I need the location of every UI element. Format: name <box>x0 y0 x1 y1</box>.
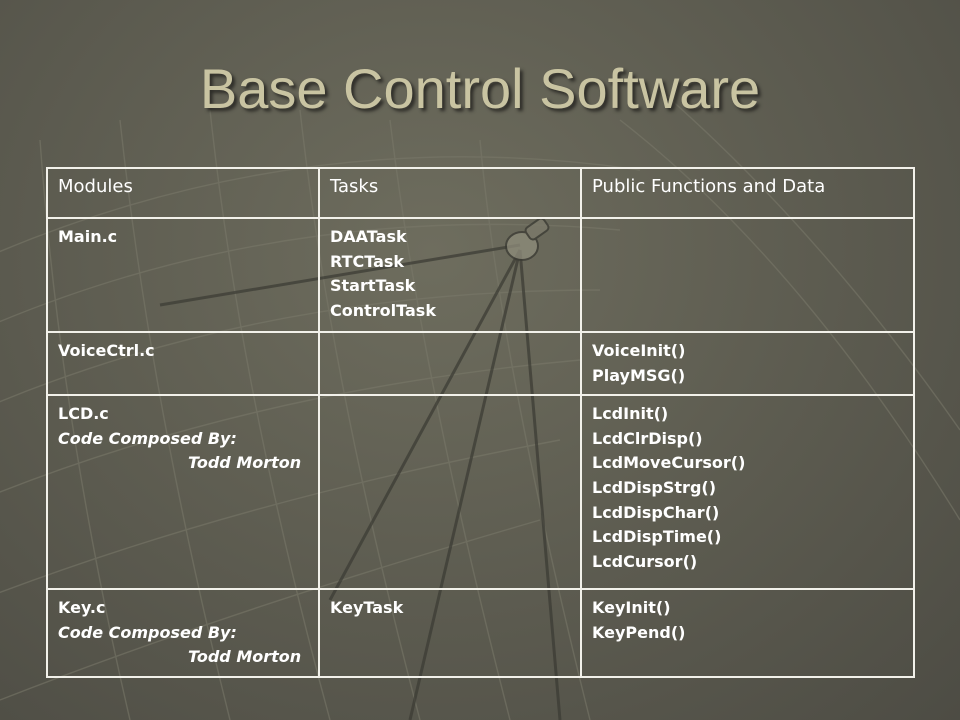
table-row: VoiceCtrl.c VoiceInit() PlayMSG() <box>46 330 915 397</box>
function-item: LcdClrDisp() <box>592 428 703 448</box>
task-item: RTCTask <box>330 251 405 271</box>
modules-table: Modules Tasks Public Functions and Data … <box>46 167 915 678</box>
task-item: ControlTask <box>330 300 436 320</box>
slide-title: Base Control Software <box>199 57 761 120</box>
table-header-row: Modules Tasks Public Functions and Data <box>46 167 915 219</box>
functions-cell <box>580 217 915 333</box>
header-public-functions: Public Functions and Data <box>580 167 915 219</box>
module-cell: Key.c Code Composed By: Todd Morton <box>46 588 320 678</box>
task-item: DAATask <box>330 227 407 246</box>
module-name: Key.c <box>58 598 106 618</box>
module-name: LCD.c <box>58 404 109 424</box>
tasks-cell <box>318 330 582 397</box>
module-cell: LCD.c Code Composed By: Todd Morton <box>46 394 320 591</box>
task-item: KeyTask <box>330 598 404 618</box>
module-name: Main.c <box>58 227 118 246</box>
header-tasks: Tasks <box>318 167 582 219</box>
function-item: LcdMoveCursor() <box>592 453 746 473</box>
table-row: LCD.c Code Composed By: Todd Morton LcdI… <box>46 394 915 591</box>
function-item: LcdInit() <box>592 404 669 424</box>
credit-name: Todd Morton <box>188 453 302 473</box>
module-cell: Main.c <box>46 217 320 333</box>
table-row: Main.c DAATask RTCTask StartTask Control… <box>46 217 915 333</box>
module-cell: VoiceCtrl.c <box>46 330 320 397</box>
module-name: VoiceCtrl.c <box>58 341 155 360</box>
functions-cell: KeyInit() KeyPend() <box>580 588 915 678</box>
function-item: VoiceInit() <box>592 341 686 360</box>
credit-label: Code Composed By: <box>58 428 237 448</box>
functions-cell: LcdInit() LcdClrDisp() LcdMoveCursor() L… <box>580 394 915 591</box>
tasks-cell <box>318 394 582 591</box>
credit-label: Code Composed By: <box>58 622 237 642</box>
header-modules: Modules <box>46 167 320 219</box>
function-item: LcdDispStrg() <box>592 477 717 497</box>
credit-name: Todd Morton <box>188 647 302 667</box>
functions-cell: VoiceInit() PlayMSG() <box>580 330 915 397</box>
tasks-cell: KeyTask <box>318 588 582 678</box>
function-item: KeyInit() <box>592 598 671 618</box>
function-item: LcdDispChar() <box>592 502 720 522</box>
task-item: StartTask <box>330 276 416 296</box>
function-item: KeyPend() <box>592 622 686 642</box>
table-row: Key.c Code Composed By: Todd Morton KeyT… <box>46 588 915 678</box>
function-item: PlayMSG() <box>592 365 686 385</box>
tasks-cell: DAATask RTCTask StartTask ControlTask <box>318 217 582 333</box>
function-item: LcdDispTime() <box>592 527 722 547</box>
function-item: LcdCursor() <box>592 551 698 571</box>
